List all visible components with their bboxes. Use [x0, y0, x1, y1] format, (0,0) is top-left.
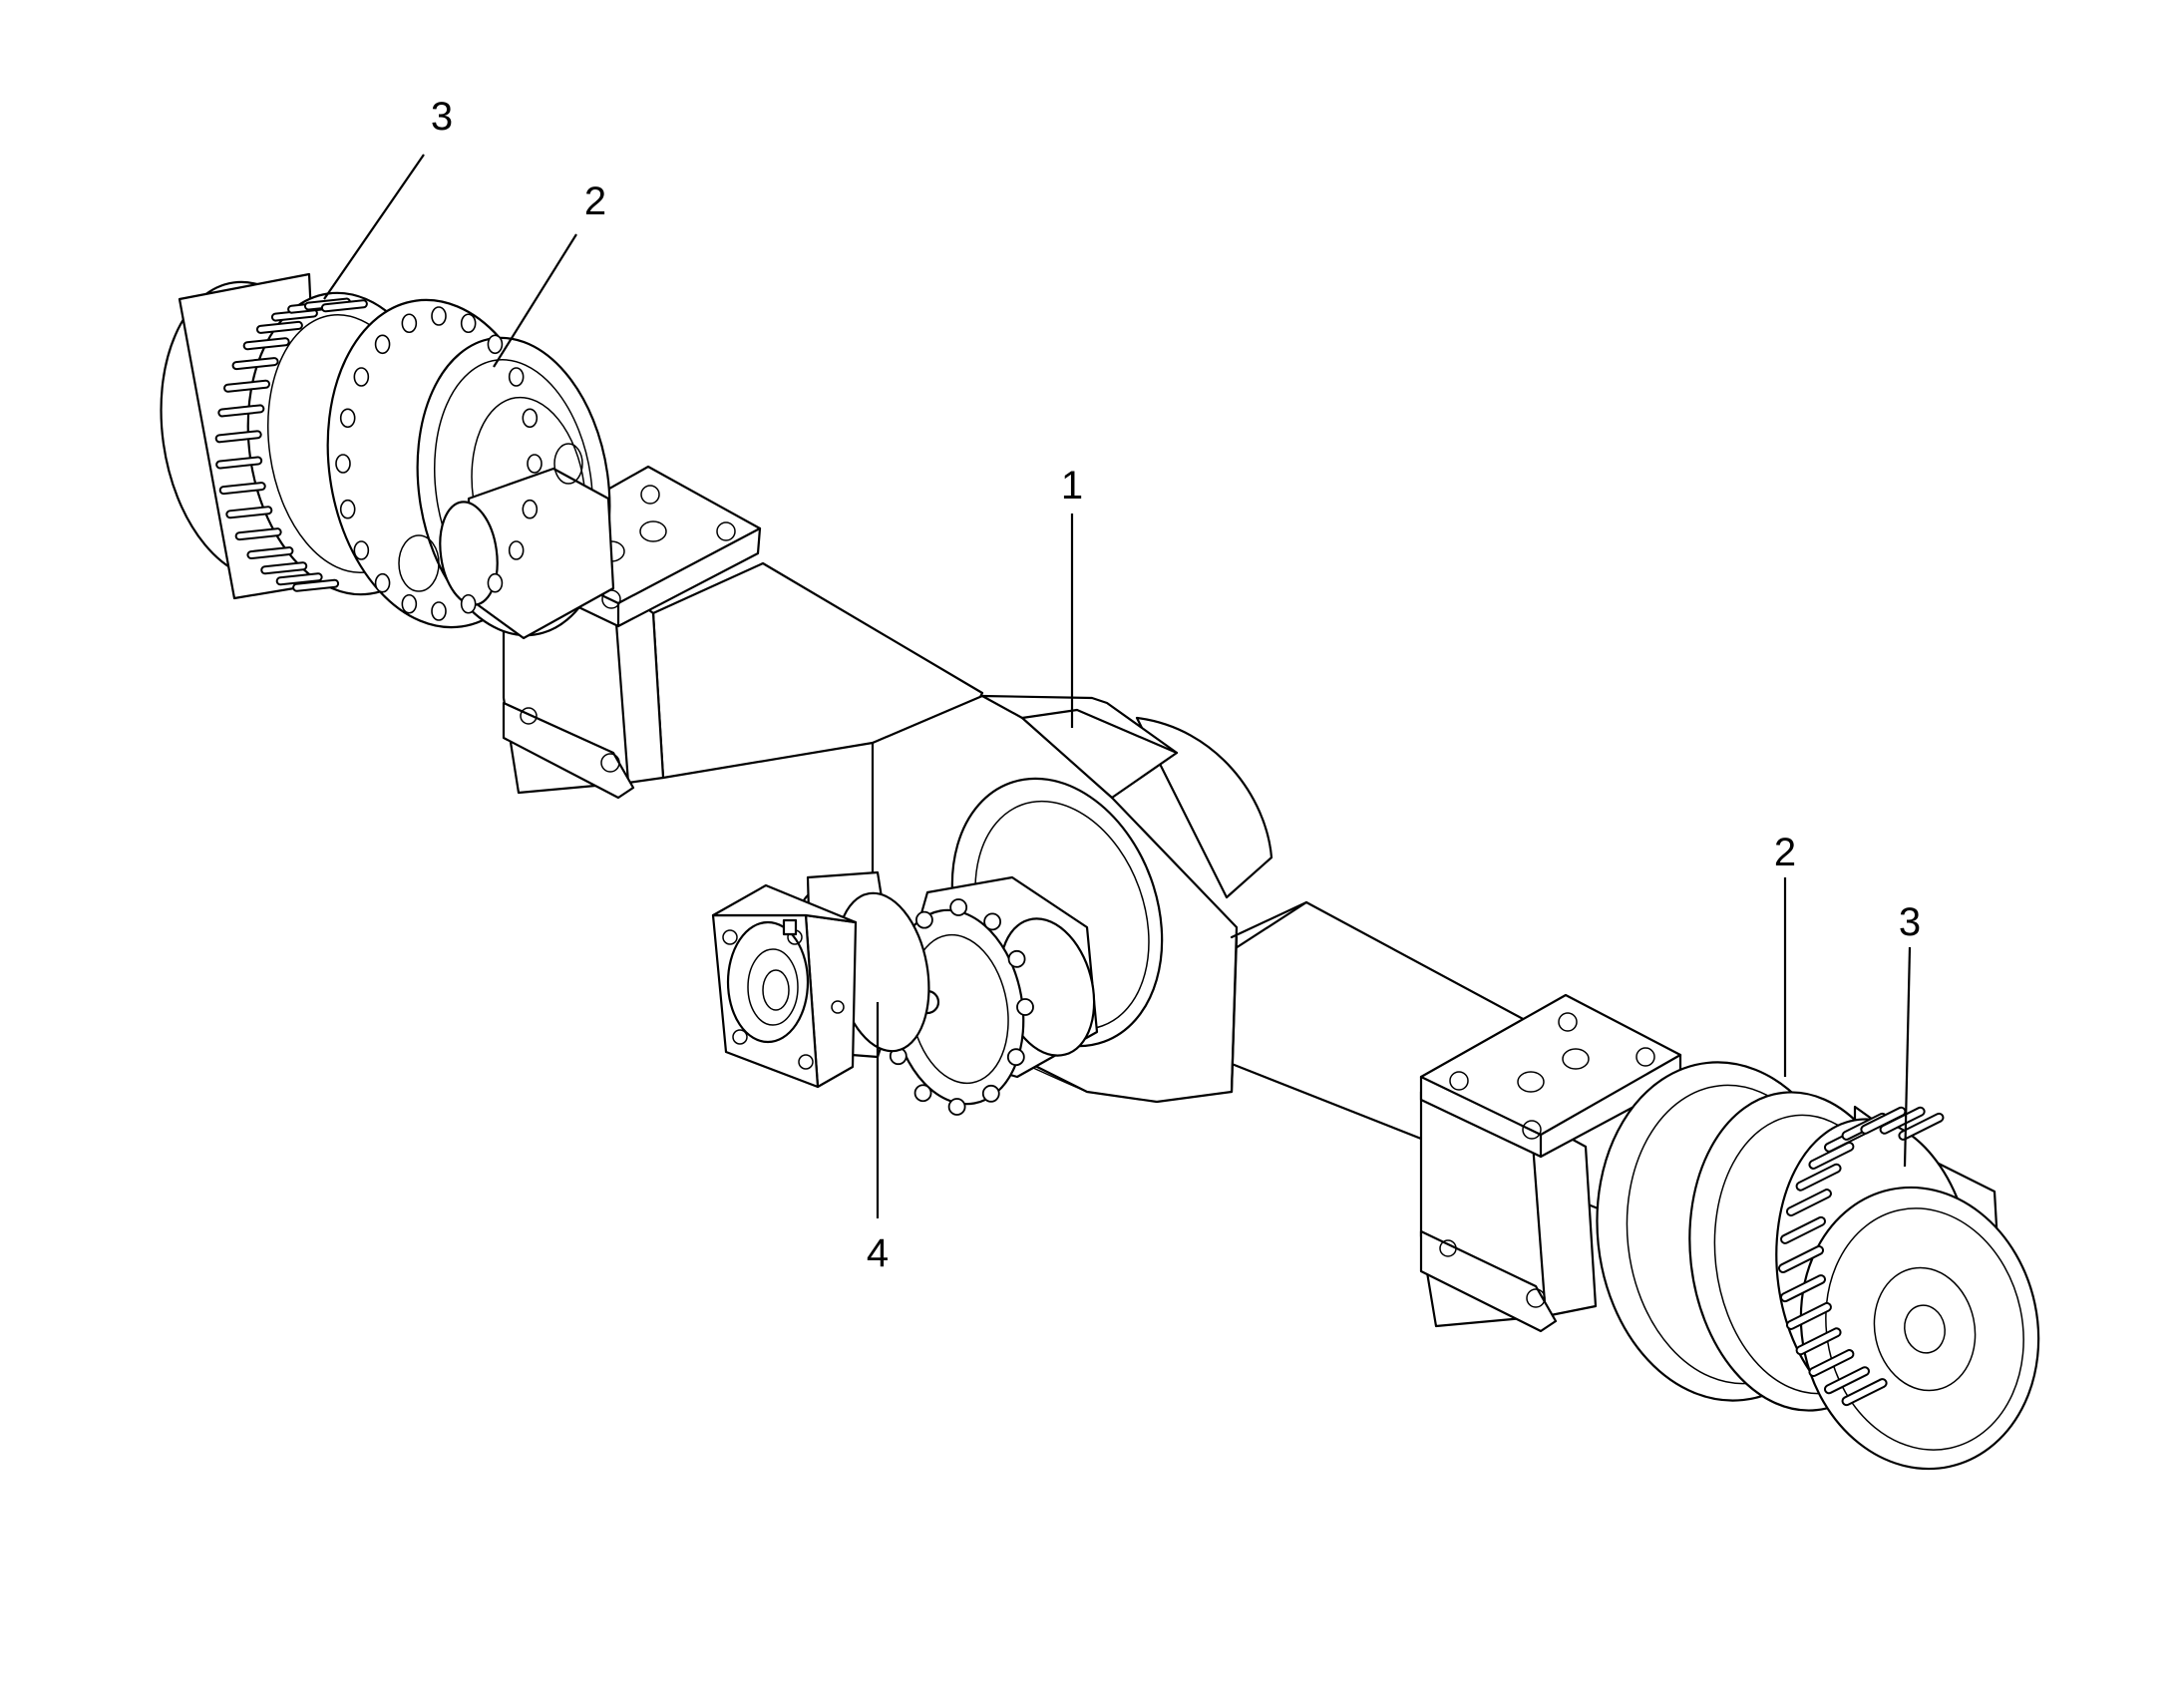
wheel-stud: [292, 578, 340, 592]
wheel-stud: [275, 572, 323, 586]
right-wheel-hub: [1596, 1061, 2040, 1471]
wheel-stud: [1860, 1106, 1907, 1135]
bolt-hole: [487, 334, 504, 355]
leader-3-right: [1903, 946, 1912, 1168]
left-wheel-hub: [160, 272, 615, 640]
wheel-stud: [215, 456, 263, 470]
wheel-stud: [1780, 1215, 1827, 1244]
bolt-hole: [508, 367, 525, 387]
wheel-stud: [1808, 1141, 1855, 1170]
bolt-hole: [339, 408, 356, 429]
leader-3-left: [323, 154, 425, 300]
wheel-stud: [1780, 1274, 1827, 1303]
callout-2-right: 2: [1774, 831, 1796, 874]
bolt-hole: [339, 499, 356, 519]
bolt-hole: [401, 593, 418, 614]
bolt-hole: [431, 601, 447, 621]
left-flange-bolt-holes: [335, 306, 543, 621]
differential-assembly: [711, 777, 1164, 1116]
cover-bolt: [949, 898, 968, 916]
wheel-stud: [234, 527, 282, 541]
cover-bolt: [913, 1084, 932, 1103]
bolt-hole: [374, 334, 391, 355]
bolt-hole: [522, 408, 539, 429]
wheel-stud: [1841, 1378, 1888, 1407]
wheel-stud: [231, 357, 279, 371]
wheel-stud: [217, 404, 265, 418]
bolt-hole: [353, 367, 370, 387]
cover-bolt: [1007, 949, 1026, 968]
cover-bolt: [983, 912, 1002, 931]
cover-bolt: [1016, 998, 1034, 1016]
axle-center-back-bulge: [1135, 716, 1273, 899]
bolt-hole: [401, 313, 418, 334]
wheel-stud: [214, 430, 262, 444]
bolt-hole: [335, 454, 351, 474]
cover-bolt: [947, 1098, 966, 1116]
right-mounting-pad: [1419, 993, 1682, 1333]
wheel-stud: [1898, 1112, 1945, 1141]
leader-lines: [323, 154, 1912, 1218]
callouts: 1 2 3 2 3 4: [431, 95, 1921, 1275]
cover-bolt: [1006, 1048, 1025, 1067]
wheel-stud: [1795, 1163, 1842, 1192]
wheel-stud: [1785, 1189, 1832, 1217]
leader-2-left: [493, 233, 577, 368]
callout-3-left: 3: [431, 95, 453, 139]
bolt-hole: [374, 572, 391, 593]
bolt-hole: [522, 499, 539, 519]
bolt-hole: [508, 540, 525, 560]
callout-1: 1: [1061, 464, 1083, 508]
callout-4: 4: [867, 1231, 889, 1275]
right-wheel-studs: [1778, 1106, 1945, 1407]
bolt-hole: [353, 540, 370, 560]
left-mounting-pad: [502, 465, 762, 800]
wheel-stud: [260, 561, 308, 575]
wheel-stud: [1879, 1106, 1926, 1135]
wheel-stud: [246, 546, 294, 560]
callout-3-right: 3: [1899, 900, 1921, 944]
wheel-stud: [242, 337, 290, 351]
wheel-stud: [1824, 1366, 1870, 1395]
bolt-hole: [431, 306, 447, 326]
wheel-stud: [1795, 1327, 1842, 1356]
left-wheel-studs: [214, 297, 368, 592]
bolt-hole: [460, 593, 477, 614]
wheel-stud: [218, 482, 266, 496]
wheel-stud: [223, 379, 271, 393]
wheel-stud: [320, 299, 368, 313]
wheel-stud: [1785, 1301, 1832, 1330]
wheel-stud: [1808, 1349, 1855, 1378]
bolt-hole: [487, 572, 504, 593]
wheel-stud: [1778, 1245, 1824, 1273]
wheel-stud: [270, 308, 318, 322]
cover-bolt: [915, 910, 933, 929]
wheel-stud: [225, 506, 273, 519]
cover-bolt: [981, 1084, 1000, 1103]
bolt-hole: [527, 454, 543, 474]
wheel-stud: [255, 320, 303, 334]
callout-2-left: 2: [584, 179, 606, 223]
bolt-hole: [460, 313, 477, 334]
